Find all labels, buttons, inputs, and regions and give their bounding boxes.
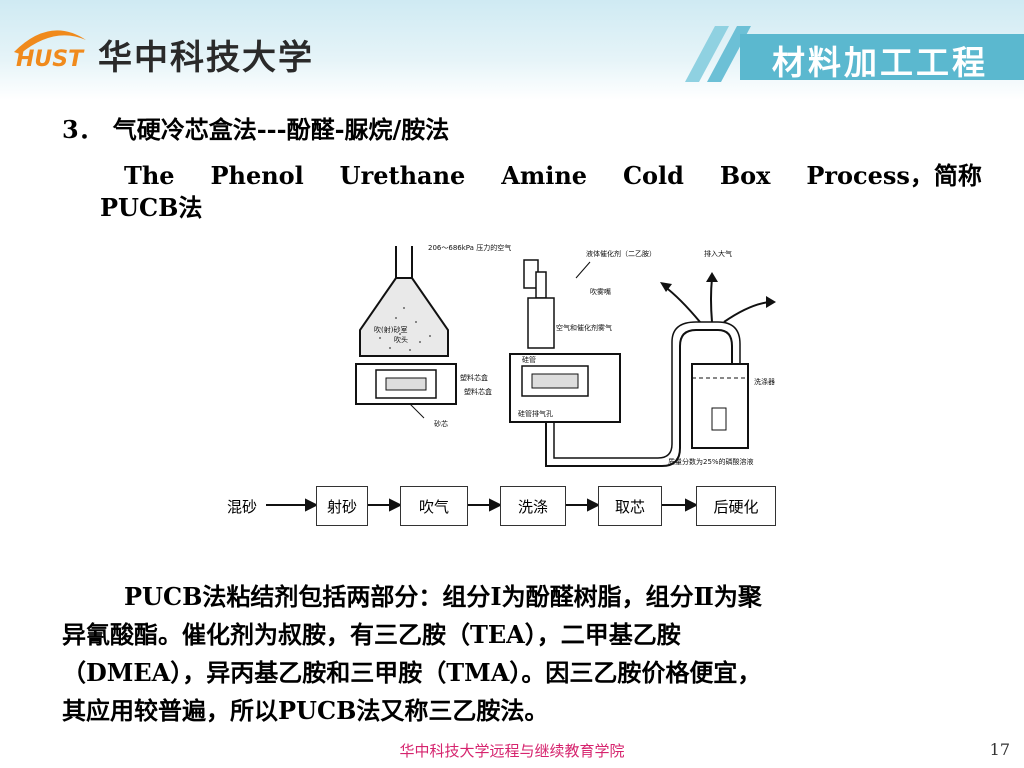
label-scrubber: 洗涤器 <box>754 377 775 386</box>
logo-text: HUST <box>16 47 85 72</box>
label-acid: 质量分数为25%的磷酸溶液 <box>668 457 754 466</box>
process-diagram: 吹(射)砂室 吹头 塑料芯盒 砂芯 206～686kPa 压力的空气 液体催化剂… <box>355 243 776 467</box>
english-word: Amine <box>501 161 588 190</box>
section-heading: 3． 气硬冷芯盒法---酚醛-脲烷/胺法 <box>62 110 449 145</box>
label-catalyst: 液体催化剂（二乙胺） <box>586 249 656 258</box>
hust-logo: HUST <box>14 30 86 72</box>
english-word: Box <box>719 161 771 190</box>
label-blow-pipe: 吹雾嘴 <box>590 287 611 296</box>
flow-arrows <box>266 498 699 512</box>
process-flow: 混砂 射砂 吹气 洗涤 取芯 后硬化 <box>218 486 778 528</box>
university-name: 华中科技大学 <box>98 38 314 78</box>
english-word: Process，简称 <box>806 161 982 190</box>
label-tube: 硅管 <box>522 355 536 364</box>
banner <box>740 34 1024 80</box>
flow-step: 混砂 <box>218 486 266 526</box>
english-word: Cold <box>622 161 684 190</box>
label-core: 砂芯 <box>434 419 448 428</box>
flow-step: 后硬化 <box>696 486 776 526</box>
english-word: The <box>124 161 175 190</box>
paragraph-line: 异氰酸酯。催化剂为叔胺，有三乙胺（TEA），二甲基乙胺 <box>62 620 681 649</box>
label-sand-hopper: 吹(射)砂室 <box>374 325 407 334</box>
flow-step: 射砂 <box>316 486 368 526</box>
label-tube-vent: 硅管排气孔 <box>518 409 553 418</box>
paragraph-line: （DMEA），异丙基乙胺和三甲胺（TMA）。因三乙胺价格便宜， <box>62 658 762 687</box>
label-core-box-2: 塑料芯盒 <box>464 387 492 396</box>
english-line-2: PUCB法 <box>100 193 203 222</box>
banner-title: 材料加工工程 <box>772 43 988 82</box>
flow-step: 取芯 <box>598 486 662 526</box>
heading-number: 3． <box>62 115 103 144</box>
english-line-1: The Phenol Urethane Amine Cold Box Proce… <box>100 160 982 192</box>
footer-institution: 华中科技大学远程与继续教育学院 <box>399 742 625 760</box>
paragraph-line: 其应用较普遍，所以PUCB法又称三乙胺法。 <box>62 696 549 725</box>
label-core-box: 塑料芯盒 <box>460 373 488 382</box>
flow-step: 洗涤 <box>500 486 566 526</box>
english-word: Urethane <box>339 161 466 190</box>
paragraph-line: PUCB法粘结剂包括两部分：组分Ⅰ为酚醛树脂，组分Ⅱ为聚 <box>124 582 762 611</box>
body-paragraph: PUCB法粘结剂包括两部分：组分Ⅰ为酚醛树脂，组分Ⅱ为聚 异氰酸酯。催化剂为叔胺… <box>62 578 974 730</box>
english-word: Phenol <box>210 161 304 190</box>
english-title: The Phenol Urethane Amine Cold Box Proce… <box>100 160 982 224</box>
flow-step: 吹气 <box>400 486 468 526</box>
header-bar: HUST 华中科技大学 材料加工工程 <box>0 0 1024 100</box>
label-air-catalyst: 空气和催化剂雾气 <box>556 323 612 332</box>
heading-text: 气硬冷芯盒法---酚醛-脲烷/胺法 <box>112 115 450 144</box>
label-air-pressure: 206～686kPa 压力的空气 <box>428 243 511 252</box>
page-number: 17 <box>989 740 1010 759</box>
label-blow-head: 吹头 <box>394 335 408 344</box>
label-exhaust: 排入大气 <box>704 249 732 258</box>
